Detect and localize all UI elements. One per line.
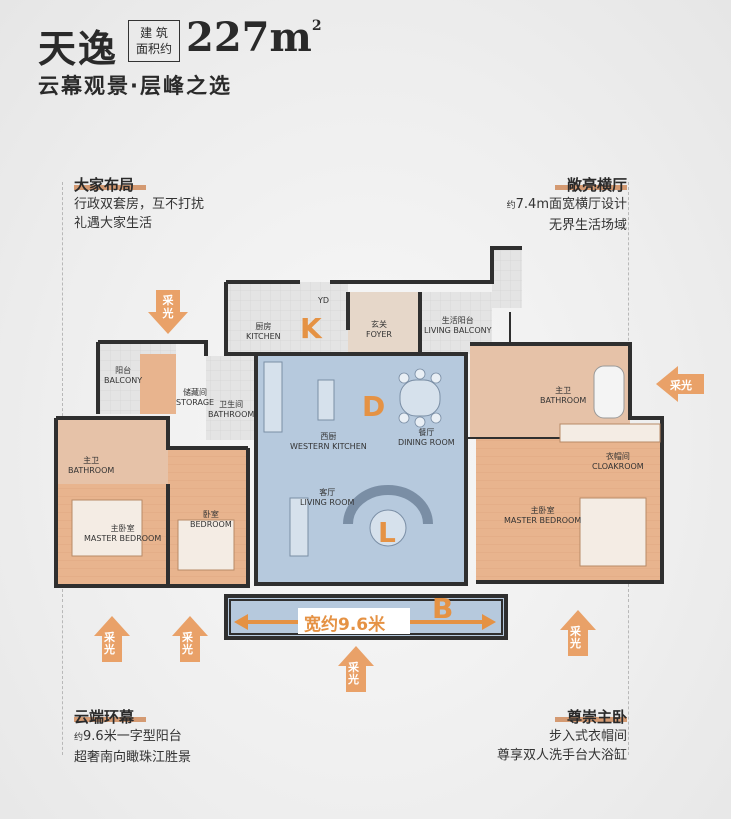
light-arrow-top bbox=[148, 290, 188, 334]
counter bbox=[263, 361, 283, 433]
left-bath-floor bbox=[56, 418, 168, 484]
bed-small bbox=[177, 519, 235, 571]
light-label-bottom-1: 采 光 bbox=[104, 631, 115, 656]
badge-dining: D bbox=[362, 390, 386, 423]
annotation-line: 尊享双人洗手台大浴缸 bbox=[496, 748, 627, 763]
storage-floor bbox=[140, 354, 176, 414]
annotation-top-right: 敞亮横厅 约7.4m面宽横厅设计 无界生活场域 bbox=[507, 174, 627, 235]
small-bath-floor bbox=[206, 356, 256, 440]
walls bbox=[54, 246, 664, 640]
room-label-master-bath-left: 主卫 BATHROOM bbox=[68, 456, 115, 475]
light-label-bottom-2: 采 光 bbox=[182, 631, 193, 656]
foyer-floor bbox=[348, 292, 420, 354]
area-value: 227m2 bbox=[186, 14, 322, 61]
area-label-box: 建 筑 面积约 bbox=[128, 20, 180, 62]
room-label-foyer: 玄关 FOYER bbox=[366, 320, 392, 339]
balcony-label-bg bbox=[298, 608, 410, 634]
annotation-bottom-left: 云端环幕 约9.6米一字型阳台 超奢南向瞰珠江胜景 bbox=[74, 706, 191, 767]
annotation-line: 9.6米一字型阳台 bbox=[83, 729, 182, 744]
annotation-title: 尊崇主卧 bbox=[566, 708, 627, 726]
guide-line-left bbox=[62, 182, 63, 602]
title-underline bbox=[74, 185, 146, 190]
light-label-right: 采光 bbox=[670, 379, 692, 392]
shaft-floor bbox=[492, 248, 522, 308]
annotation-line: 无界生活场域 bbox=[548, 218, 627, 233]
area-number: 227 bbox=[186, 14, 270, 61]
bed-right bbox=[579, 497, 647, 567]
balcony-width-label: 宽约9.6米 bbox=[304, 615, 386, 635]
bed-left bbox=[71, 499, 143, 557]
area-label-line2: 面积约 bbox=[135, 42, 172, 56]
light-label-bottom-4: 采 光 bbox=[570, 625, 581, 650]
annotation-line: 步入式衣帽间 bbox=[548, 729, 627, 744]
badge-kitchen: K bbox=[300, 312, 322, 345]
room-label-living-balcony: 生活阳台 LIVING BALCONY bbox=[424, 316, 492, 335]
sofa bbox=[289, 485, 433, 557]
annotation-title: 敞亮横厅 bbox=[566, 176, 627, 194]
badge-living: L bbox=[378, 516, 396, 549]
annotation-line: 行政双套房，互不打扰 bbox=[74, 197, 205, 212]
annotation-line: 礼遇大家生活 bbox=[74, 216, 153, 231]
annotation-line: 超奢南向瞰珠江胜景 bbox=[74, 750, 192, 765]
guide-line-left-bottom bbox=[62, 605, 63, 755]
light-label-top: 采 光 bbox=[162, 294, 174, 320]
light-arrow-bottom-4 bbox=[560, 610, 596, 656]
room-label-master-bed-left: 主卧室 MASTER BEDROOM bbox=[84, 524, 162, 543]
light-arrow-right bbox=[656, 366, 704, 402]
room-label-yd: YD bbox=[318, 296, 330, 305]
badge-balcony: B bbox=[432, 592, 454, 625]
annotation-prefix: 约 bbox=[74, 733, 84, 743]
room-label-kitchen: 厨房 KITCHEN bbox=[246, 322, 281, 341]
cloakroom-wardrobe bbox=[559, 423, 661, 443]
room-label-balcony: 阳台 BALCONY bbox=[104, 366, 143, 385]
room-label-bedroom: 卧室 BEDROOM bbox=[190, 510, 232, 529]
light-arrow-bottom-3 bbox=[338, 646, 374, 692]
page-subtitle: 云幕观景·层峰之选 bbox=[38, 74, 232, 98]
bathtub bbox=[593, 365, 625, 419]
light-arrow-bottom-2 bbox=[172, 616, 208, 662]
room-label-cloakroom: 衣帽间 CLOAKROOM bbox=[592, 452, 644, 471]
title-underline bbox=[555, 185, 627, 190]
dining-table bbox=[398, 368, 442, 428]
annotation-line: 7.4m面宽横厅设计 bbox=[515, 197, 627, 212]
area-label-line1: 建 筑 bbox=[140, 26, 168, 40]
title-underline bbox=[555, 717, 627, 722]
kitchen-floor bbox=[226, 282, 348, 354]
room-label-dining-room: 餐厅 DINING ROOM bbox=[398, 428, 455, 447]
island bbox=[317, 379, 335, 421]
room-label-master-bath-right: 主卫 BATHROOM bbox=[540, 386, 587, 405]
annotation-bottom-right: 尊崇主卧 步入式衣帽间 尊享双人洗手台大浴缸 bbox=[497, 706, 627, 765]
annotation-title: 大家布局 bbox=[74, 176, 135, 194]
area-unit: m bbox=[269, 14, 312, 61]
room-label-storage: 储藏间 STORAGE bbox=[176, 388, 215, 407]
room-label-western-kitchen: 西厨 WESTERN KITCHEN bbox=[290, 432, 367, 451]
light-arrow-bottom-1 bbox=[94, 616, 130, 662]
light-label-bottom-3: 采 光 bbox=[348, 661, 359, 686]
room-label-master-bed-right: 主卧室 MASTER BEDROOM bbox=[504, 506, 582, 525]
page-title: 天逸 bbox=[38, 26, 119, 71]
annotation-top-left: 大家布局 行政双套房，互不打扰 礼遇大家生活 bbox=[74, 174, 204, 233]
room-label-bathroom-small: 卫生间 BATHROOM bbox=[208, 400, 255, 419]
title-underline bbox=[74, 717, 146, 722]
room-label-living-room: 客厅 LIVING ROOM bbox=[300, 488, 355, 507]
area-unit-sup: 2 bbox=[311, 18, 322, 34]
annotation-prefix: 约 bbox=[506, 201, 516, 211]
guide-line-right-bottom bbox=[628, 605, 629, 755]
annotation-title: 云端环幕 bbox=[74, 708, 135, 726]
